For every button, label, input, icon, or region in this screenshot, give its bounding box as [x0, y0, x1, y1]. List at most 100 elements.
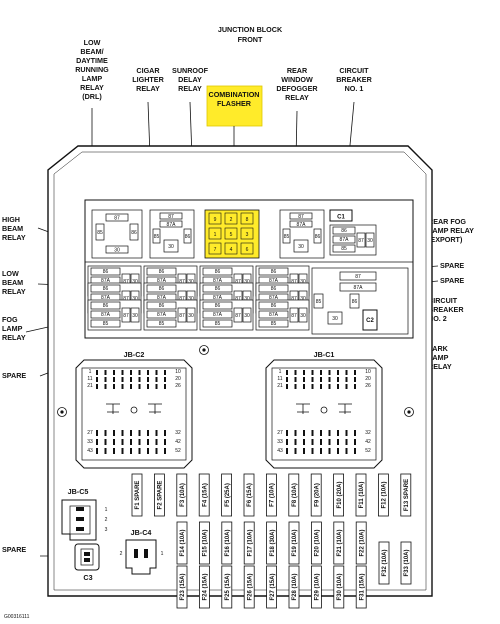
pin — [311, 448, 314, 454]
pin-number: 11 — [277, 376, 282, 382]
fuse-label: F21 (10A) — [337, 529, 343, 556]
label-drl-line: DAYTIME — [76, 56, 108, 65]
pin — [84, 558, 90, 562]
relay-small-86 — [90, 301, 121, 310]
fuse — [333, 521, 345, 565]
term-85: 85 — [159, 321, 165, 327]
term-87: 87 — [123, 296, 129, 302]
pin-number: 33 — [87, 439, 93, 445]
pin — [328, 377, 331, 382]
term-85: 85 — [97, 230, 103, 236]
pin — [320, 377, 322, 382]
mounting-hole-left-center — [60, 410, 64, 414]
pin — [345, 370, 348, 375]
term-87a: 87A — [297, 222, 307, 228]
label-cb2-line: BREAKER — [428, 305, 464, 314]
term-30: 30 — [300, 279, 306, 285]
pin — [130, 439, 132, 445]
fuse — [198, 565, 210, 609]
pin-number: 33 — [277, 439, 283, 445]
pin — [328, 430, 331, 436]
pin — [121, 430, 124, 436]
fuse — [198, 521, 210, 565]
pin — [76, 517, 84, 521]
label-low-beam-line: LOW — [2, 269, 19, 278]
pin — [320, 384, 322, 389]
label-low-beam-line: BEAM — [2, 278, 23, 287]
pin-number: 21 — [87, 383, 93, 389]
pin — [138, 377, 141, 382]
pin — [138, 448, 141, 454]
fuse — [310, 521, 322, 565]
fuse — [333, 473, 345, 517]
term-30: 30 — [244, 313, 250, 319]
flasher-pin-label: 6 — [246, 247, 249, 253]
pin-number: 52 — [175, 448, 181, 454]
fuse — [221, 565, 233, 609]
label-drl-line: LAMP — [82, 74, 103, 83]
pin — [354, 377, 356, 382]
key-mark — [106, 403, 120, 414]
pin — [130, 370, 132, 375]
pin — [138, 384, 141, 389]
pin-number: 1 — [105, 507, 108, 513]
fuse — [243, 473, 255, 517]
relay-rear-defogger-86 — [313, 228, 322, 244]
term-85: 85 — [316, 299, 322, 305]
pin — [337, 448, 339, 454]
pin-number: 32 — [365, 430, 371, 436]
pin — [345, 439, 348, 445]
flasher-pin-label: 5 — [230, 232, 233, 238]
pin — [337, 384, 339, 389]
relay-small-86 — [90, 267, 121, 276]
term-86: 86 — [352, 299, 358, 305]
pin-number: 52 — [365, 448, 371, 454]
term-87: 87 — [168, 214, 174, 220]
relay-small-30 — [130, 307, 140, 323]
title-line-1: JUNCTION BLOCK — [218, 25, 283, 34]
term-87a: 87A — [101, 312, 111, 318]
label-drl-line: RUNNING — [75, 65, 109, 74]
flasher-pin-label: 8 — [246, 217, 249, 223]
pin-number: 20 — [175, 376, 181, 382]
term-30: 30 — [132, 279, 138, 285]
circuit-breaker-c1 — [329, 209, 353, 222]
fuse — [153, 473, 165, 517]
relay-small-85 — [90, 319, 121, 328]
fuse-label: F12 (10A) — [382, 481, 388, 508]
pin — [328, 439, 331, 445]
term-87: 87 — [291, 313, 297, 319]
label-fog-lamp-line: LAMP — [2, 324, 23, 333]
label-rear-defogger-line: WINDOW — [281, 75, 313, 84]
term-87: 87 — [291, 296, 297, 302]
relay-rear-defogger-85 — [282, 228, 291, 244]
term-86: 86 — [271, 286, 277, 292]
fuse-label: F17 (10A) — [247, 529, 253, 556]
title-line-2: FRONT — [238, 35, 263, 44]
fuse-label: F25 (15A) — [225, 573, 231, 600]
label-spare-bottom-line: SPARE — [2, 545, 26, 554]
pin — [311, 430, 314, 436]
fuse — [333, 565, 345, 609]
term-87: 87 — [355, 274, 361, 280]
fuse — [355, 565, 367, 609]
term-87: 87 — [123, 313, 129, 319]
spare-87 — [339, 271, 377, 281]
flasher-label-highlight — [206, 85, 263, 127]
label-rear-defogger-line: REAR — [287, 66, 308, 75]
pin — [130, 448, 132, 454]
fuse-label: F30 (10A) — [337, 573, 343, 600]
term-85: 85 — [215, 321, 221, 327]
flasher-pin — [208, 227, 222, 240]
pin — [155, 370, 158, 375]
fuse-label: F1 SPARE — [135, 481, 141, 510]
relay-drl-86 — [129, 223, 139, 241]
label-spare-r1-line: SPARE — [440, 261, 464, 270]
pin-number: 3 — [105, 527, 108, 533]
pin — [354, 448, 356, 454]
term-87a: 87A — [157, 295, 167, 301]
label-rear-defogger-line: RELAY — [285, 93, 309, 102]
pin-number: 1 — [161, 551, 164, 557]
term-87a: 87A — [269, 295, 279, 301]
label-fog-lamp-line: RELAY — [2, 333, 26, 342]
